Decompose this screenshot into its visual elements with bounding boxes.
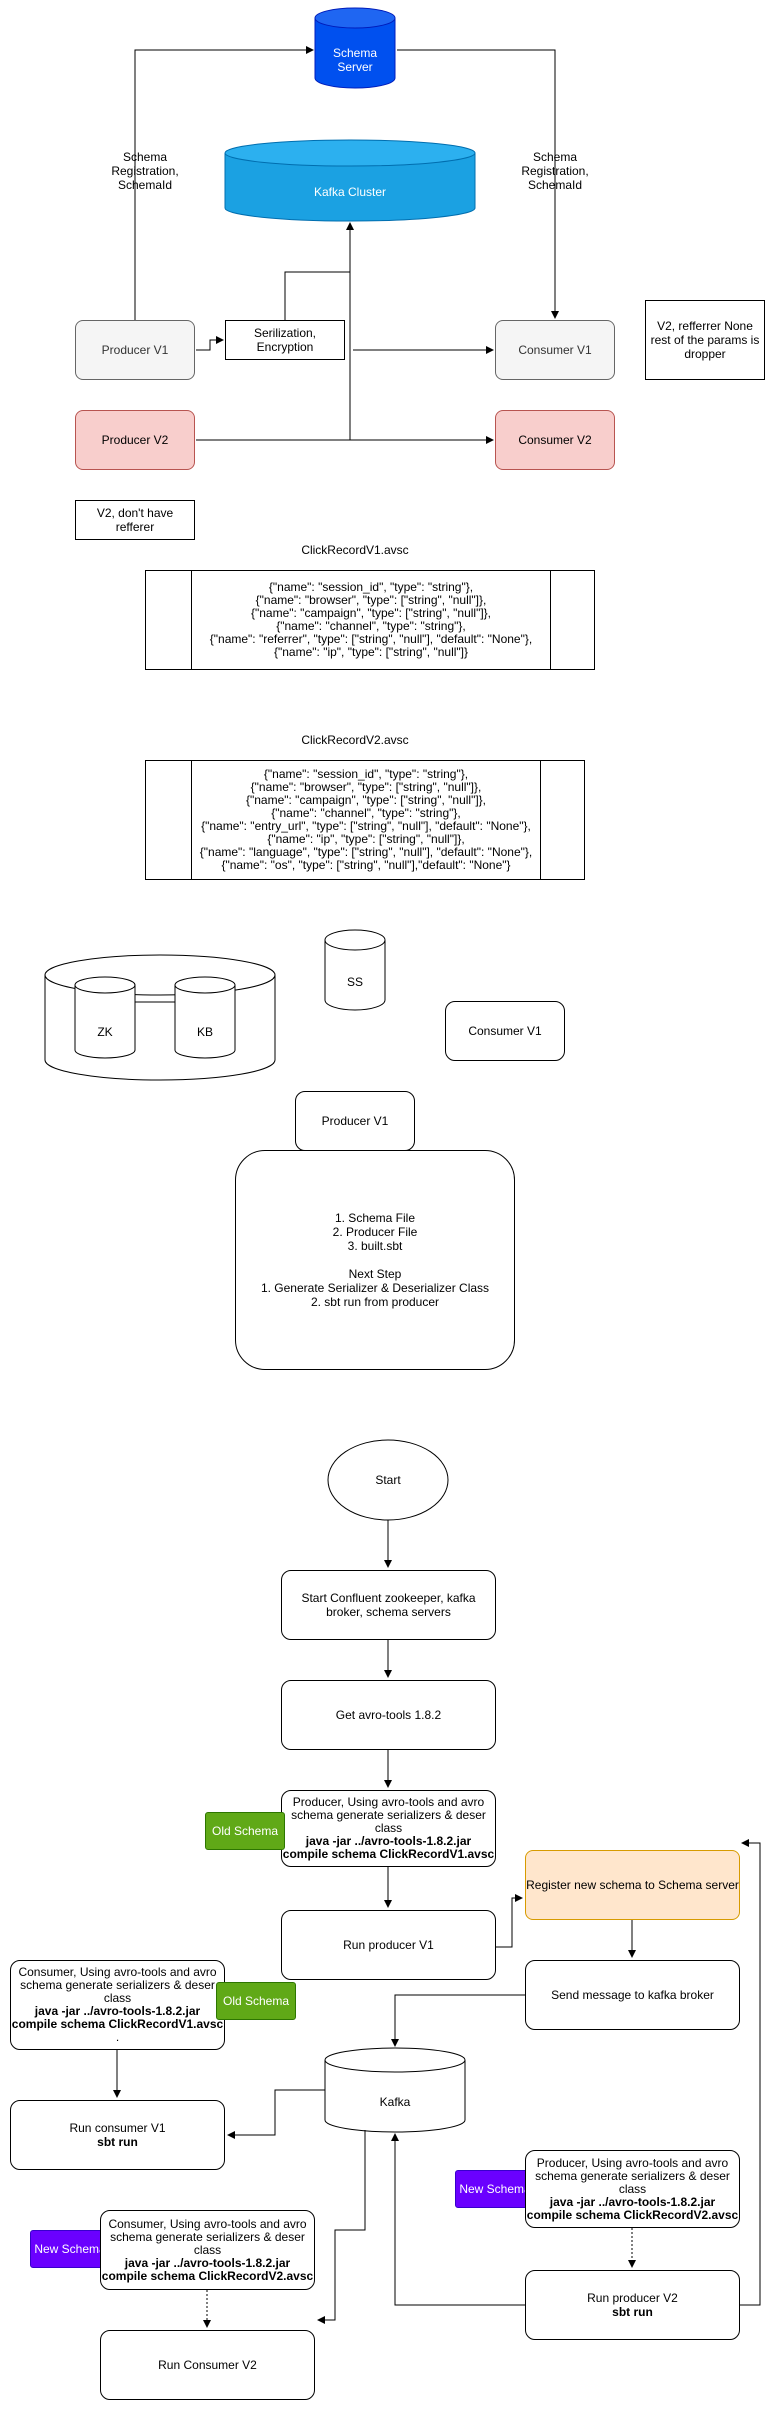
run-producer-v2-label: Run producer V2: [587, 2291, 678, 2305]
schema-registration-right: Schema Registration, SchemaId: [521, 150, 589, 192]
run-producer-v1-box[interactable]: Run producer V1: [281, 1910, 496, 1980]
consumer-v1-generate-cmd: java -jar ../avro-tools-1.8.2.jar compil…: [11, 2004, 224, 2031]
ss-label: SS: [346, 975, 363, 989]
kafka-flow-cylinder: [324, 2047, 466, 2133]
get-avro-tools-box[interactable]: Get avro-tools 1.8.2: [281, 1680, 496, 1750]
ss-cylinder: [324, 929, 386, 1011]
producer-v2-generate-box[interactable]: Producer, Using avro-tools and avro sche…: [525, 2150, 740, 2228]
start-confluent-box[interactable]: Start Confluent zookeeper, kafka broker,…: [281, 1570, 496, 1640]
sketch-producer-v1-box[interactable]: Producer V1: [295, 1091, 415, 1151]
edge-schema-server-to-consumer: [397, 49, 559, 319]
producer-v2-generate-text: Producer, Using avro-tools and avro sche…: [535, 2155, 730, 2196]
consumer-v1-box[interactable]: Consumer V1: [495, 320, 615, 380]
sketch-consumer-v1-box[interactable]: Consumer V1: [445, 1001, 565, 1061]
run-producer-v2-cmd: sbt run: [612, 2305, 653, 2319]
edge-producer-to-schema-server: [134, 46, 314, 320]
kafka-cluster-label: Kafka Cluster: [313, 185, 387, 199]
edge-serializer-up: [284, 271, 350, 320]
kafka-cluster-cylinder[interactable]: [224, 139, 476, 222]
edge-producer-to-serializer: [196, 336, 224, 351]
run-producer-v2-box[interactable]: Run producer V2 sbt run: [525, 2270, 740, 2340]
sketch-steps-box: 1. Schema File 2. Producer File 3. built…: [235, 1150, 515, 1370]
schema-v1-title: ClickRecordV1.avsc: [301, 543, 409, 557]
producer-v1-generate-cmd: java -jar ../avro-tools-1.8.2.jar compil…: [282, 1834, 495, 1861]
schema-v1-body: {"name": "session_id", "type": "string"}…: [191, 571, 551, 669]
consumer-note-box: V2, refferrer None rest of the params is…: [645, 300, 765, 380]
producer-v1-generate-box[interactable]: Producer, Using avro-tools and avro sche…: [281, 1790, 496, 1867]
run-consumer-v1-box[interactable]: Run consumer V1 sbt run: [10, 2100, 225, 2170]
run-consumer-v2-box[interactable]: Run Consumer V2: [100, 2330, 315, 2400]
consumer-v2-box[interactable]: Consumer V2: [495, 410, 615, 470]
producer-note-box: V2, don't have refferer: [75, 500, 195, 540]
start-label: Start: [375, 1473, 401, 1487]
run-consumer-v1-label: Run consumer V1: [69, 2121, 166, 2135]
producer-v1-generate-text: Producer, Using avro-tools and avro sche…: [291, 1795, 486, 1835]
schema-server-cylinder[interactable]: [314, 7, 396, 89]
send-message-box[interactable]: Send message to kafka broker: [525, 1960, 740, 2030]
consumer-v1-generate-tail: .: [115, 2030, 120, 2044]
consumer-v1-generate-text: Consumer, Using avro-tools and avro sche…: [18, 1965, 217, 2005]
consumer-v1-generate-box[interactable]: Consumer, Using avro-tools and avro sche…: [10, 1960, 225, 2050]
zk-label: ZK: [97, 1025, 113, 1039]
kafka-flow-label: Kafka: [379, 2095, 411, 2109]
kb-label: KB: [196, 1025, 213, 1039]
schema-server-label: Schema Server: [332, 46, 378, 74]
run-consumer-v1-cmd: sbt run: [97, 2135, 138, 2149]
schema-v2-body: {"name": "session_id", "type": "string"}…: [191, 761, 541, 879]
producer-v2-box[interactable]: Producer V2: [75, 410, 195, 470]
consumer-v2-generate-cmd: java -jar ../avro-tools-1.8.2.jar compil…: [101, 2255, 314, 2283]
consumer-v2-generate-box[interactable]: Consumer, Using avro-tools and avro sche…: [100, 2210, 315, 2290]
schema-v2-box: {"name": "session_id", "type": "string"}…: [145, 760, 585, 880]
consumer-v2-generate-text: Consumer, Using avro-tools and avro sche…: [108, 2216, 307, 2257]
zk-kb-cluster-cylinder: [44, 954, 276, 1081]
new-schema-badge-2: New Schema: [30, 2230, 110, 2268]
schema-v1-box: {"name": "session_id", "type": "string"}…: [145, 570, 595, 670]
old-schema-badge-1: Old Schema: [205, 1812, 285, 1850]
producer-v1-box[interactable]: Producer V1: [75, 320, 195, 380]
register-new-schema-box[interactable]: Register new schema to Schema server: [525, 1850, 740, 1920]
serializer-box[interactable]: Serilization, Encryption: [225, 320, 345, 360]
schema-v2-title: ClickRecordV2.avsc: [301, 733, 409, 747]
schema-registration-left: Schema Registration, SchemaId: [111, 150, 179, 192]
old-schema-badge-2: Old Schema: [216, 1982, 296, 2020]
producer-v2-generate-cmd: java -jar ../avro-tools-1.8.2.jar compil…: [526, 2194, 739, 2222]
new-schema-badge-1: New Schema: [455, 2170, 535, 2208]
